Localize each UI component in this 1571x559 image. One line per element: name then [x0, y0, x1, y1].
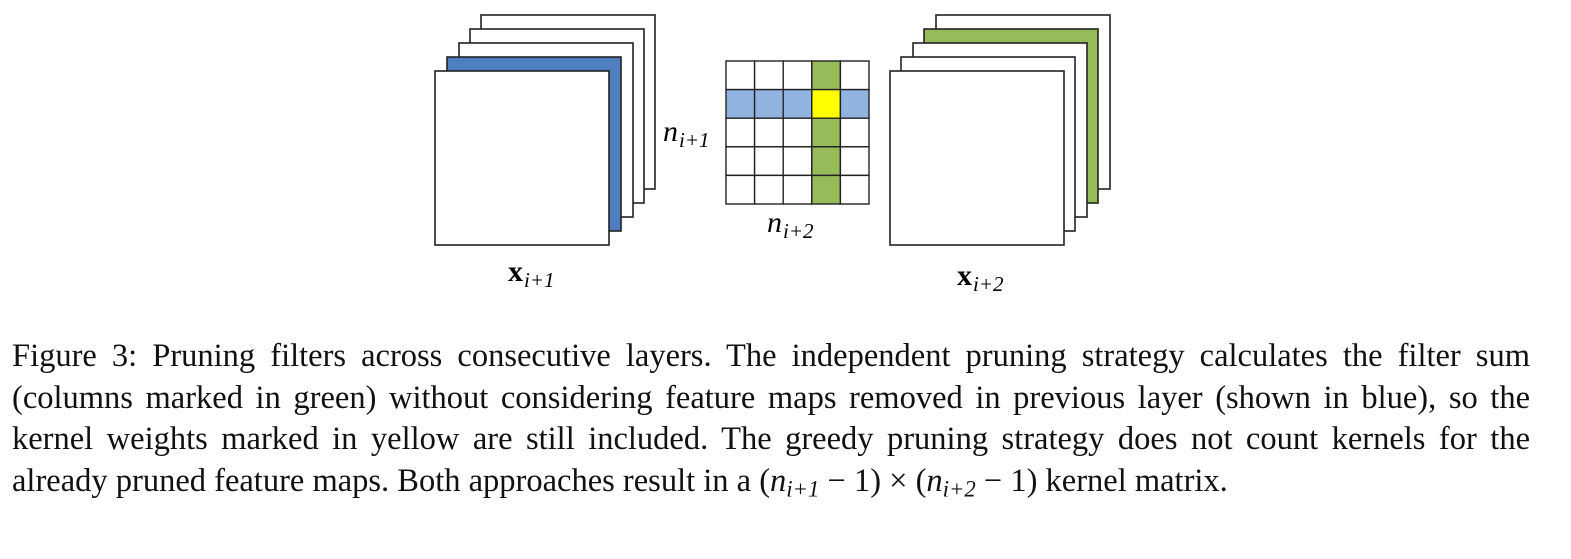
kernel-cell-r3-c0	[725, 146, 756, 177]
kernel-cell-r2-c4	[839, 117, 870, 148]
caption-tail: kernel matrix.	[1037, 462, 1228, 499]
kernel-cell-r1-c0	[725, 88, 756, 119]
right-feature-map-stack	[889, 14, 1111, 246]
kernel-cell-r0-c0	[725, 60, 756, 91]
kernel-cell-r4-c1	[753, 174, 784, 205]
pruning-figure: xi+1 ni+1 ni+2 xi+2	[434, 14, 1111, 296]
caption-formula: (ni+1 − 1) × (ni+2 − 1)	[759, 462, 1038, 502]
kernel-cell-r2-c0	[725, 117, 756, 148]
kernel-cell-r3-c3	[811, 146, 842, 177]
kernel-cell-r1-c2	[782, 88, 813, 119]
kernel-cell-r1-c4	[839, 88, 870, 119]
right-stack-label: xi+2	[957, 259, 1004, 296]
kernel-cell-r2-c2	[782, 117, 813, 148]
kernel-cell-r2-c3	[811, 117, 842, 148]
kernel-cell-r0-c4	[839, 60, 870, 91]
left-feature-map-stack	[434, 14, 656, 246]
kernel-cell-r3-c4	[839, 146, 870, 177]
kernel-cell-r1-c3	[811, 88, 842, 119]
caption-text: Figure 3: Pruning filters across consecu…	[12, 338, 1530, 499]
kernel-cell-r4-c4	[839, 174, 870, 205]
kernel-cell-r4-c3	[811, 174, 842, 205]
kernel-cell-r0-c1	[753, 60, 784, 91]
kernel-cell-r4-c0	[725, 174, 756, 205]
matrix-row-label: ni+1	[663, 115, 710, 152]
left-stack-label: xi+1	[508, 255, 555, 292]
figure-caption: Figure 3: Pruning filters across consecu…	[12, 336, 1530, 502]
kernel-cell-r1-c1	[753, 88, 784, 119]
kernel-matrix	[725, 60, 870, 205]
kernel-cell-r2-c1	[753, 117, 784, 148]
kernel-cell-r3-c1	[753, 146, 784, 177]
kernel-cell-r3-c2	[782, 146, 813, 177]
kernel-cell-r0-c2	[782, 60, 813, 91]
kernel-cell-r4-c2	[782, 174, 813, 205]
left-feature-map-front	[434, 70, 610, 246]
kernel-cell-r0-c3	[811, 60, 842, 91]
right-feature-map-front	[889, 70, 1065, 246]
matrix-col-label: ni+2	[767, 206, 814, 243]
